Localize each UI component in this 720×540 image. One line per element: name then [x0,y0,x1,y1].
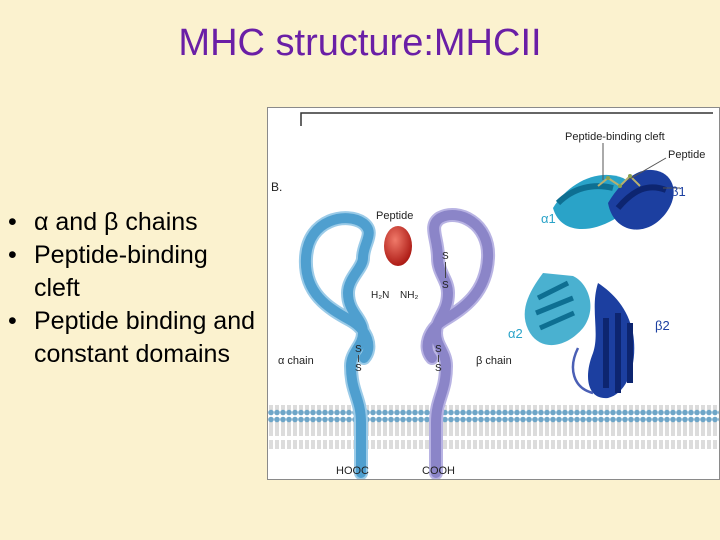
hooc-label: HOOC [336,465,369,477]
alpha1-label: α1 [541,211,556,226]
beta-chain-core [422,209,494,478]
beta2-domain [588,283,635,399]
cooh-label: COOH [422,465,455,477]
peptide-label: Peptide [376,210,413,222]
bullet-list: • α and β chains • Peptide-binding cleft… [8,206,258,371]
bullet-text: α and β chains [34,208,198,236]
bullet-text: Peptide binding and constant domains [34,307,256,368]
disulfide-s: S [435,344,442,355]
bullet-marker: • [8,241,17,269]
alpha2-label: α2 [508,326,523,341]
bullet-marker: • [8,307,17,335]
bullet-item: • Peptide-binding cleft [8,239,258,305]
mhc-ii-figure: B. Peptide H₂N NH₂ S S S S S S α chain β… [267,107,720,480]
cleft-label: Peptide-binding cleft [565,131,665,143]
bullet-item: • Peptide binding and constant domains [8,305,258,371]
disulfide-s: S [435,363,442,374]
alpha-chain-label: α chain [278,355,314,367]
peptide-ellipse [384,226,412,266]
slide-title: MHC structure:MHCII [178,22,542,64]
bullet-text: Peptide-binding cleft [34,241,208,302]
disulfide-s: S [442,280,449,291]
ribbon-structure [524,143,680,399]
disulfide-s: S [442,251,449,262]
alpha2-domain [524,273,591,346]
panel-label: B. [271,180,282,194]
beta1-label: β1 [671,184,686,199]
beta2-label: β2 [655,318,670,333]
ribbon-peptide-label: Peptide [668,149,705,161]
top-bracket [300,112,713,126]
disulfide-s: S [355,344,362,355]
disulfide-s: S [355,363,362,374]
beta-chain-label: β chain [476,355,512,367]
bullet-item: • α and β chains [8,206,258,239]
nh2-label: NH₂ [400,290,418,301]
alpha-chain-core [300,213,374,478]
h2n-label: H₂N [371,290,389,301]
cell-membrane [268,405,719,449]
mhc-ii-diagram: B. Peptide H₂N NH₂ S S S S S S α chain β… [268,112,719,479]
bullet-marker: • [8,208,17,236]
